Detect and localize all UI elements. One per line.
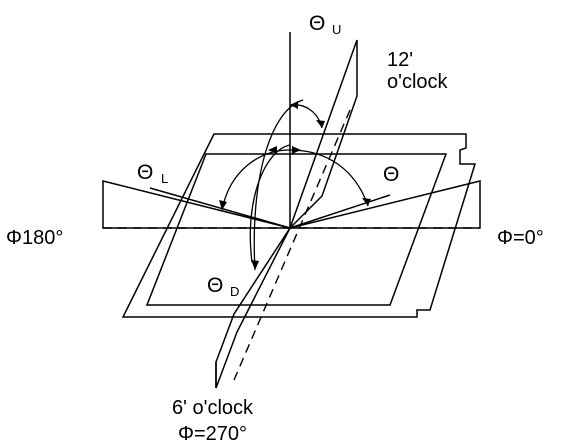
arrowhead-theta-d (251, 260, 259, 270)
panel-inner-frame (145, 153, 448, 306)
theta-u-arc (289, 104, 323, 129)
vertical-axis-dashed (233, 109, 351, 381)
arrowhead-theta-u-right (316, 120, 325, 128)
arrowhead-left-arc (219, 200, 227, 210)
twelve-oclock-number: 12' (387, 49, 413, 71)
theta-l-subscript: L (161, 171, 168, 186)
right-flap (289, 180, 481, 229)
theta-d-symbol: Θ (207, 274, 223, 297)
left-view-line (149, 187, 291, 229)
theta-d-long-arc (253, 99, 304, 271)
arrowhead-theta-u-left (290, 101, 298, 109)
theta-symbol: Θ (383, 163, 399, 186)
phi-0-label: Φ=0° (497, 227, 544, 249)
phi-270-label: Φ=270° (178, 423, 247, 445)
arrowhead-right-arc (362, 198, 371, 206)
theta-d-subscript: D (230, 284, 239, 299)
six-oclock-label: 6' o'clock (172, 397, 254, 419)
left-flap (102, 180, 291, 229)
lower-vertical-plane (215, 227, 291, 389)
horizontal-arc (221, 149, 369, 211)
upper-vertical-plane (289, 39, 358, 229)
arrowhead-top-arc-left (268, 146, 277, 154)
phi-180-label: Φ180° (6, 227, 63, 249)
theta-u-symbol: Θ (309, 12, 325, 35)
right-view-line (289, 194, 391, 229)
theta-u-subscript: U (332, 22, 341, 37)
theta-l-symbol: Θ (137, 161, 153, 184)
arrowhead-top-arc-right (292, 146, 301, 154)
panel-outer-frame (121, 133, 477, 318)
theta-d-inner-arc (249, 144, 291, 263)
twelve-oclock-text: o'clock (387, 71, 449, 93)
